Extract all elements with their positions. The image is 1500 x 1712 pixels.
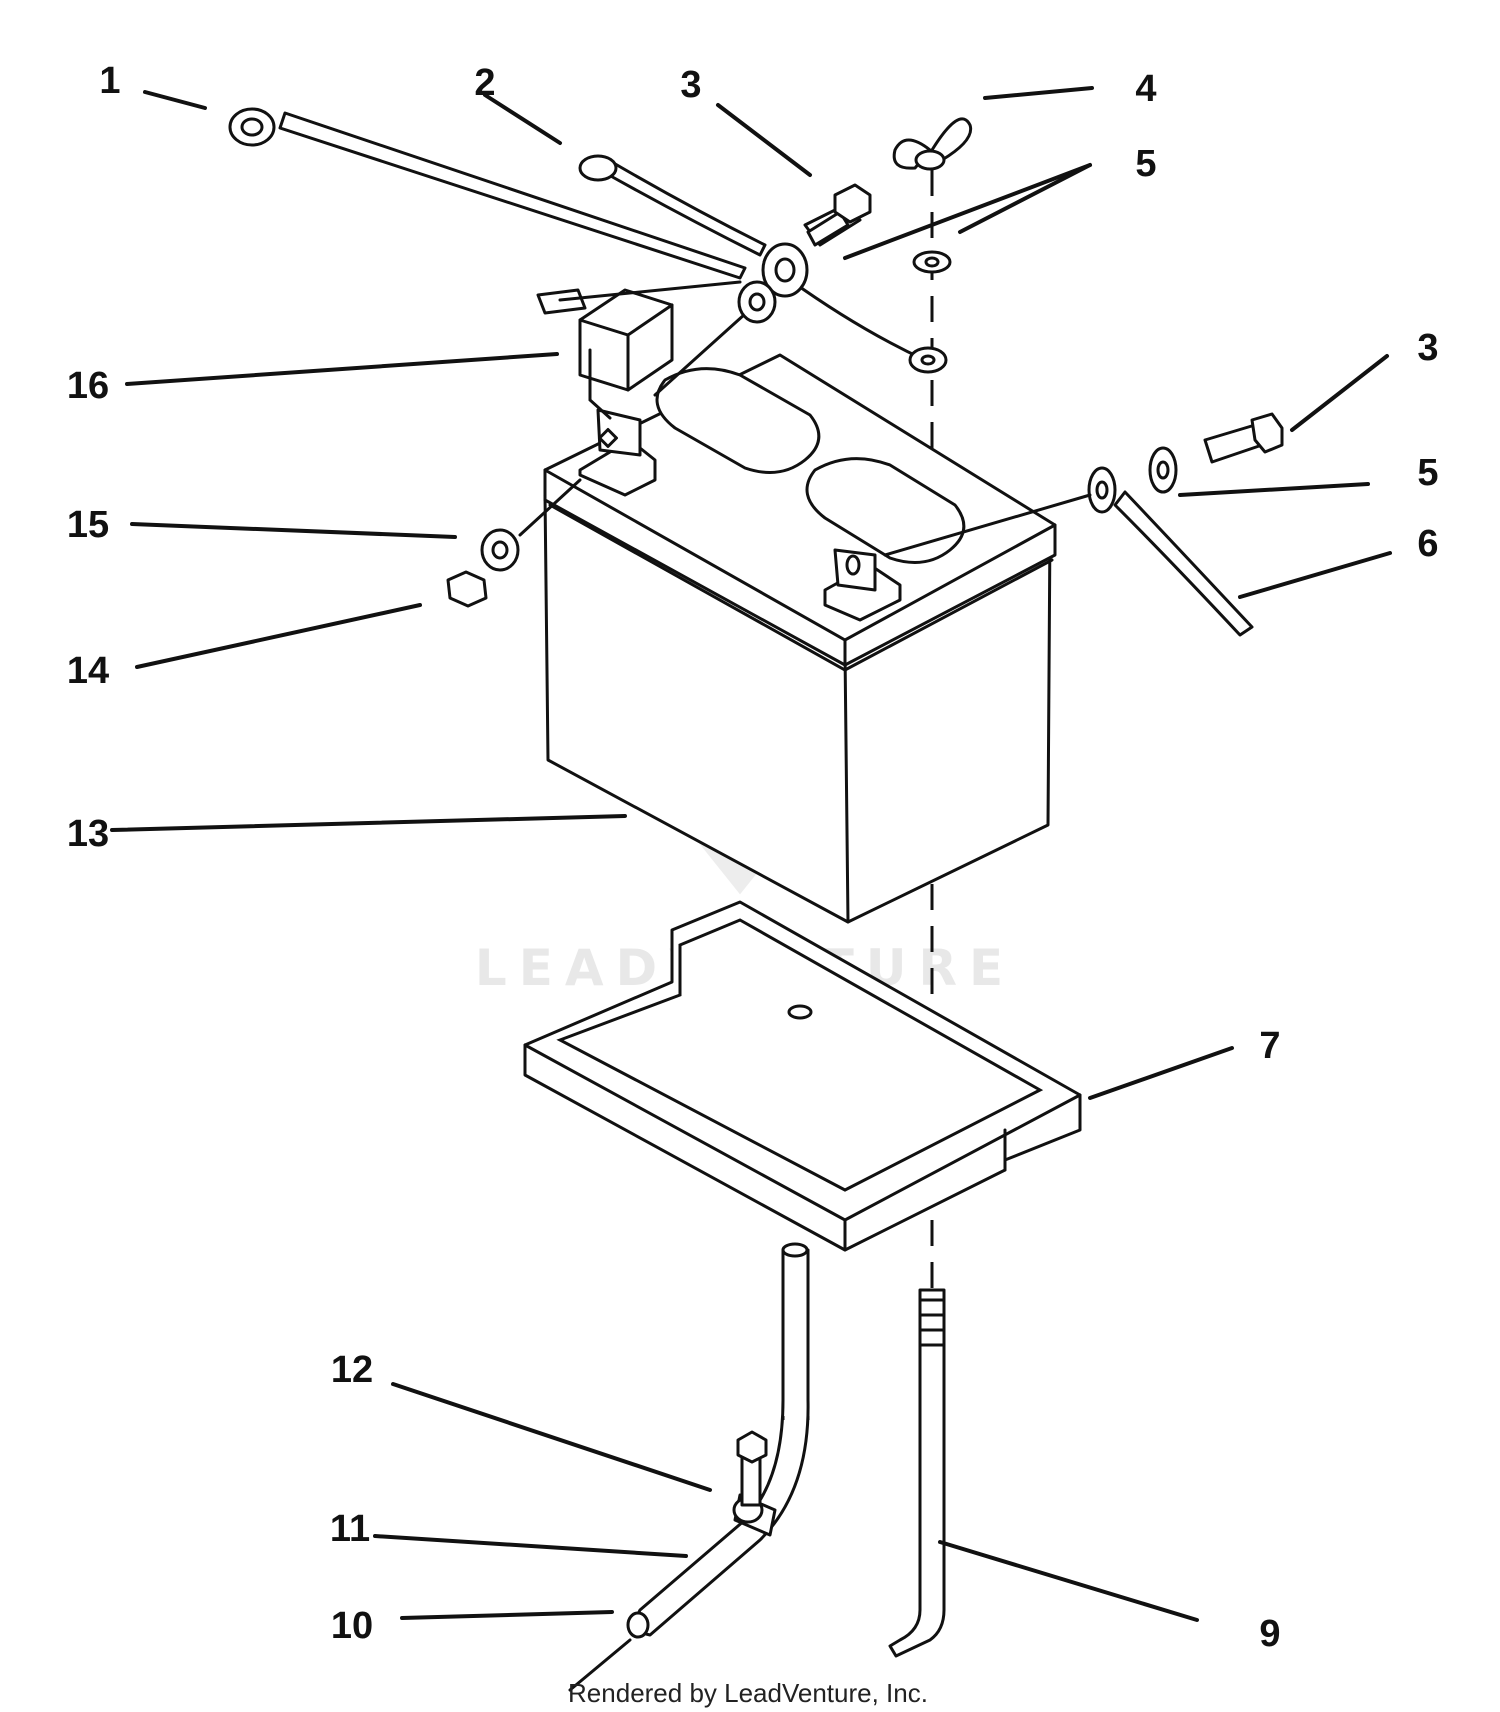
callout-14: 14 [67, 650, 109, 692]
terminal-nut-left [446, 478, 582, 608]
footer-credit: Rendered by LeadVenture, Inc. [568, 1678, 928, 1708]
battery [543, 353, 1057, 924]
leader-lines [110, 86, 1392, 1622]
callout-labels: 1 2 3 4 5 3 5 6 7 9 10 11 12 13 14 15 16 [67, 60, 1439, 1655]
callout-10: 10 [331, 1605, 373, 1647]
callout-5: 5 [1135, 143, 1156, 185]
positive-cable [228, 107, 747, 302]
callout-3: 3 [680, 64, 701, 106]
hold-down-rod [888, 170, 946, 1658]
callout-9: 9 [1259, 1613, 1280, 1655]
callout-16: 16 [67, 365, 109, 407]
callout-4: 4 [1135, 68, 1156, 110]
circuit-breaker [536, 288, 674, 420]
callout-13: 13 [67, 813, 109, 855]
callout-11: 11 [330, 1508, 370, 1550]
callout-15: 15 [67, 504, 109, 546]
wing-nut [892, 117, 973, 274]
callout-12: 12 [331, 1349, 373, 1391]
callout-2: 2 [474, 62, 495, 104]
battery-tray [523, 900, 1082, 1252]
callout-6: 6 [1417, 523, 1438, 565]
callout-5-right: 5 [1417, 452, 1438, 494]
callout-7: 7 [1259, 1025, 1280, 1067]
terminal-bolt-right [883, 412, 1284, 637]
vent-tube [568, 1242, 810, 1692]
short-cable [578, 154, 948, 397]
callout-3-right: 3 [1417, 327, 1438, 369]
callout-1: 1 [99, 60, 120, 102]
terminal-bolt-top [737, 183, 872, 324]
